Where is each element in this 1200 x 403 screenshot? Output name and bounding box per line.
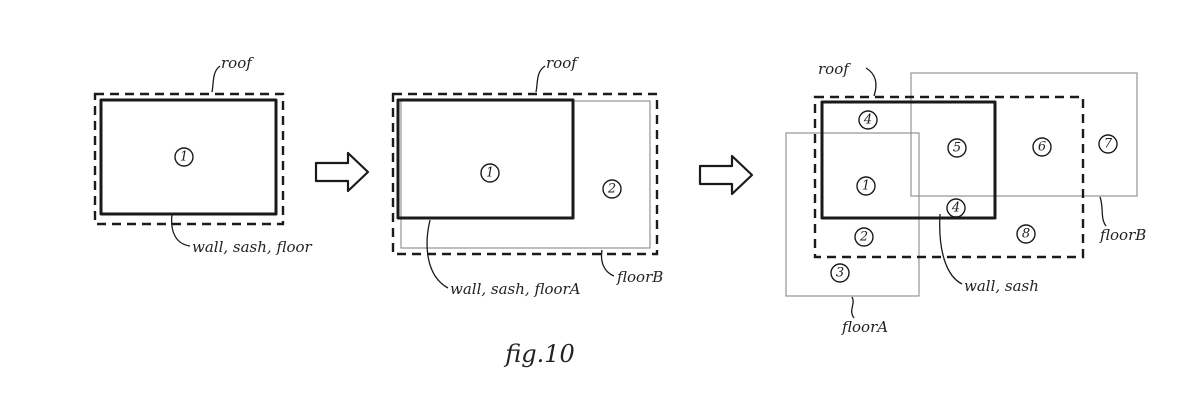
panel3-circle-8 <box>1016 224 1036 244</box>
panel1-number-1: 1 <box>180 150 188 165</box>
panel3-number-1: 1 <box>862 179 870 194</box>
panel3-wall-box <box>820 100 997 220</box>
arrow-2 <box>698 154 754 196</box>
figure-caption: fig.10 <box>503 340 575 368</box>
panel-2: 1 2 roof wall, sash, floorA floorB <box>391 54 663 298</box>
panel1-wall-leader <box>170 213 191 247</box>
panel2-wall-box <box>396 98 575 220</box>
panel3-number-6: 6 <box>1038 140 1046 155</box>
panel2-roof-leader <box>535 65 546 93</box>
panel1-wall-label: wall, sash, floor <box>192 238 313 256</box>
panel3-wall-leader <box>939 213 963 285</box>
panel1-roof-leader <box>211 65 221 93</box>
panel2-wall-label: wall, sash, floorA <box>450 280 581 298</box>
panel-3: 4 5 6 7 1 4 2 8 3 roof wall, sash floorA… <box>785 60 1146 336</box>
panel3-number-4a: 4 <box>863 113 872 128</box>
panel3-number-3: 3 <box>836 266 844 281</box>
panel1-circle-1 <box>174 147 194 167</box>
panel2-wall-leader <box>426 219 449 289</box>
panel1-roof-label: roof <box>221 54 254 72</box>
panel3-wall-label: wall, sash <box>964 277 1039 295</box>
panel3-circle-6 <box>1032 137 1052 157</box>
panel3-circle-3 <box>830 263 850 283</box>
panel2-floorB-label: floorB <box>616 268 663 286</box>
panel3-circle-4b <box>946 198 966 218</box>
panel-1: 1 roof wall, sash, floor <box>93 54 313 256</box>
panel3-number-8: 8 <box>1022 227 1030 242</box>
panel3-floorA-box <box>785 132 920 297</box>
panel3-floorB-box <box>910 72 1138 197</box>
panel2-circle-1 <box>480 163 500 183</box>
panel3-number-2: 2 <box>859 230 868 245</box>
panel2-roof-label: roof <box>546 54 579 72</box>
panel3-circle-2 <box>854 227 874 247</box>
panel3-roof-leader <box>865 67 877 97</box>
arrow-1 <box>314 151 370 193</box>
panel3-roof-outline <box>813 95 1085 259</box>
panel3-number-5: 5 <box>953 141 961 156</box>
panel1-roof-outline <box>93 92 285 226</box>
panel3-circle-4a <box>858 110 878 130</box>
panel2-number-2: 2 <box>607 182 616 197</box>
panel3-floorA-label: floorA <box>841 318 888 336</box>
panel3-floorB-leader <box>1099 196 1107 227</box>
panel2-number-1: 1 <box>486 166 494 181</box>
panel2-floorB-box <box>400 100 651 249</box>
panel1-wall-box <box>99 98 278 216</box>
panel2-roof-outline <box>391 92 659 256</box>
panel3-roof-label: roof <box>818 60 851 78</box>
panel3-floorB-label: floorB <box>1099 226 1146 244</box>
panel3-circle-7 <box>1098 134 1118 154</box>
panel3-circle-1 <box>856 176 876 196</box>
panel3-floorA-leader <box>851 296 855 319</box>
panel3-number-4b: 4 <box>951 201 960 216</box>
panel2-circle-2 <box>602 179 622 199</box>
panel3-circle-5 <box>947 138 967 158</box>
panel3-number-7: 7 <box>1104 137 1113 152</box>
panel2-floorB-leader <box>600 249 615 277</box>
